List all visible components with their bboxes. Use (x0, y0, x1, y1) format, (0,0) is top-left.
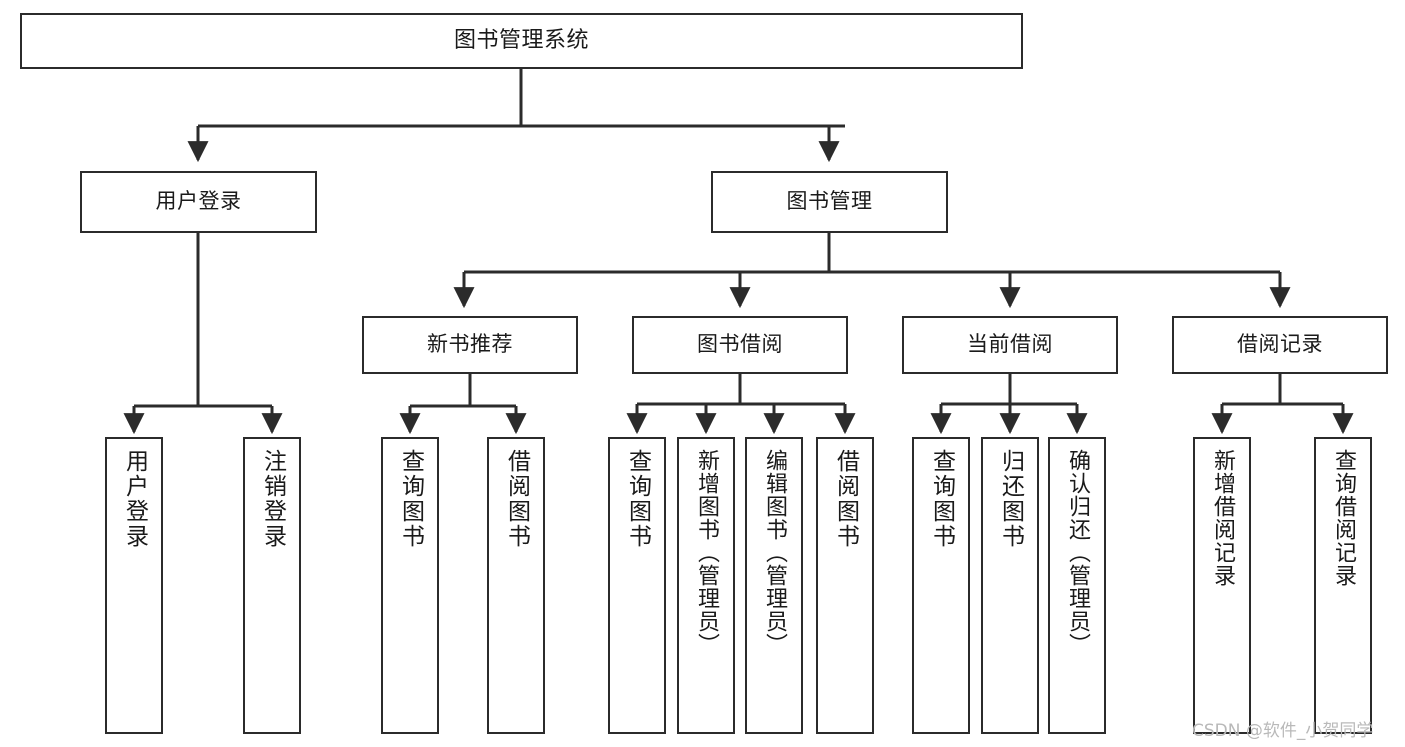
leaf-user-login-login[interactable]: 用户登录 (105, 437, 163, 734)
node-book-management[interactable]: 图书管理 (711, 171, 948, 233)
node-label: 编辑图书（管理员） (762, 449, 787, 656)
node-book-borrow[interactable]: 图书借阅 (632, 316, 848, 374)
node-label: 新增图书（管理员） (694, 449, 719, 656)
node-root-system[interactable]: 图书管理系统 (20, 13, 1023, 69)
node-label: 借阅图书 (832, 449, 859, 549)
node-label: 图书管理 (786, 189, 873, 214)
node-label: 用户登录 (121, 449, 148, 549)
node-label: 查询图书 (397, 449, 424, 549)
node-new-book-recommend[interactable]: 新书推荐 (362, 316, 578, 374)
node-label: 归还图书 (997, 449, 1024, 549)
node-label: 图书借阅 (697, 332, 783, 357)
node-label: 新增借阅记录 (1210, 449, 1235, 587)
node-label: 查询借阅记录 (1331, 449, 1356, 587)
leaf-current-confirm-return-admin[interactable]: 确认归还（管理员） (1048, 437, 1106, 734)
leaf-user-login-logout[interactable]: 注销登录 (243, 437, 301, 734)
leaf-borrow-query-book[interactable]: 查询图书 (608, 437, 666, 734)
leaf-current-return-book[interactable]: 归还图书 (981, 437, 1039, 734)
node-label: 新书推荐 (427, 332, 513, 357)
node-label: 用户登录 (155, 189, 242, 214)
leaf-borrow-edit-book-admin[interactable]: 编辑图书（管理员） (745, 437, 803, 734)
node-user-login[interactable]: 用户登录 (80, 171, 317, 233)
node-label: 当前借阅 (967, 332, 1053, 357)
node-label: 注销登录 (259, 449, 286, 549)
leaf-recommend-query-book[interactable]: 查询图书 (381, 437, 439, 734)
leaf-borrow-add-book-admin[interactable]: 新增图书（管理员） (677, 437, 735, 734)
node-label: 查询图书 (624, 449, 651, 549)
leaf-current-query-book[interactable]: 查询图书 (912, 437, 970, 734)
csdn-watermark: CSDN @软件_小贺同学 (1192, 721, 1374, 741)
node-label: 查询图书 (928, 449, 955, 549)
node-label: 确认归还（管理员） (1065, 449, 1090, 656)
node-label: 图书管理系统 (453, 27, 589, 53)
leaf-borrow-borrow-book[interactable]: 借阅图书 (816, 437, 874, 734)
leaf-record-add-record[interactable]: 新增借阅记录 (1193, 437, 1251, 734)
leaf-recommend-borrow-book[interactable]: 借阅图书 (487, 437, 545, 734)
node-current-borrow[interactable]: 当前借阅 (902, 316, 1118, 374)
node-borrow-record[interactable]: 借阅记录 (1172, 316, 1388, 374)
leaf-record-query-record[interactable]: 查询借阅记录 (1314, 437, 1372, 734)
node-label: 借阅图书 (503, 449, 530, 549)
node-label: 借阅记录 (1237, 332, 1323, 357)
